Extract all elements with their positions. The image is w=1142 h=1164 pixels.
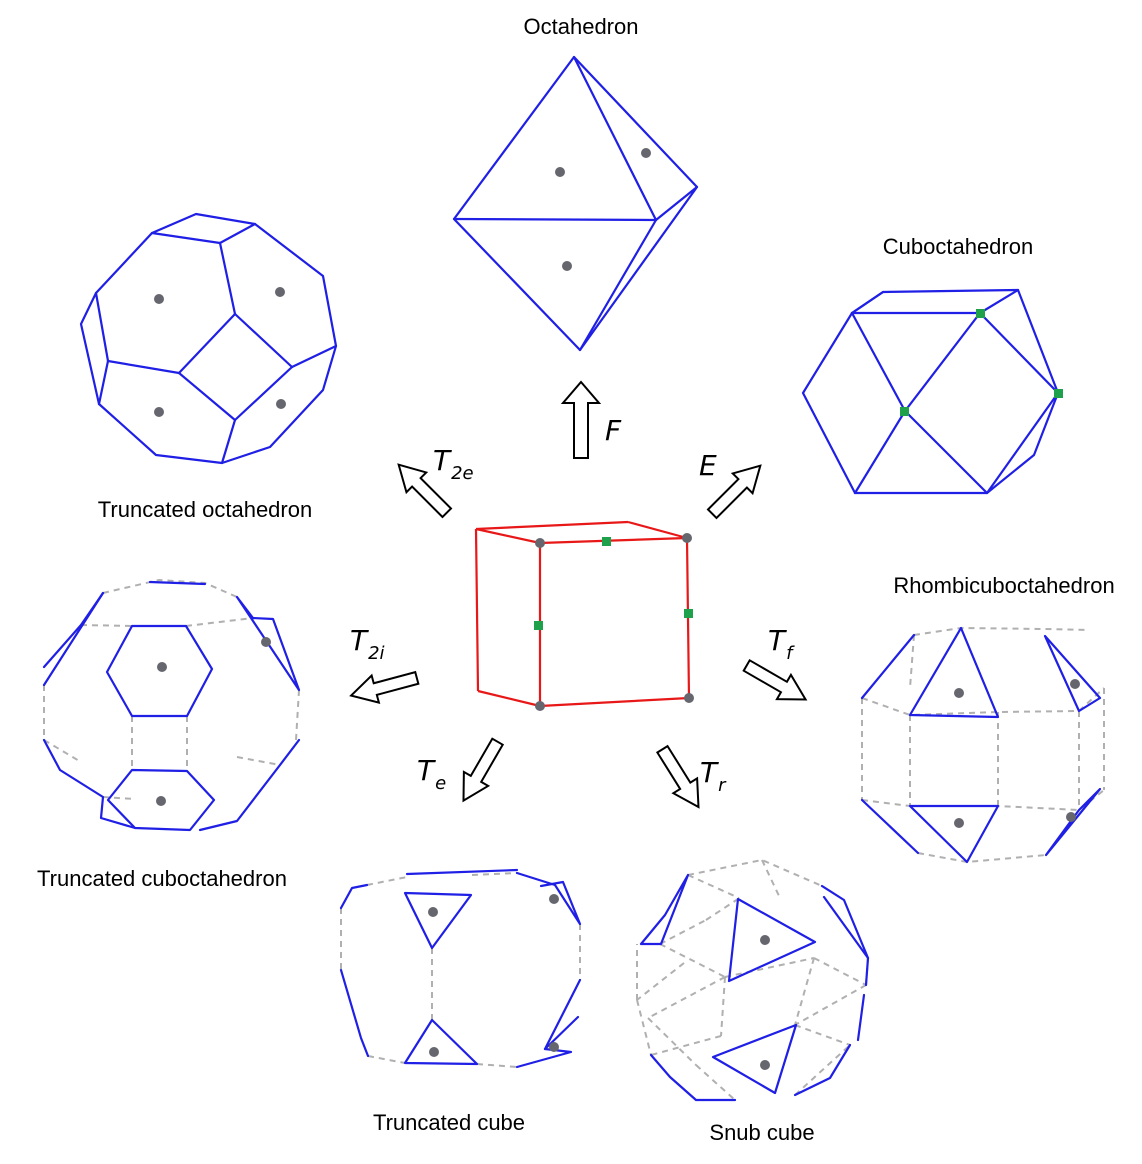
edge-marker bbox=[900, 407, 909, 416]
vertex-marker bbox=[276, 399, 286, 409]
op-T2i-label: T2i bbox=[350, 624, 385, 664]
snub-cube bbox=[637, 860, 868, 1100]
truncated-cube-label: Truncated cube bbox=[373, 1110, 525, 1135]
vertex-marker bbox=[156, 796, 166, 806]
vertex-marker bbox=[549, 894, 559, 904]
op-Tf-label: Tf bbox=[768, 624, 795, 664]
edge-marker bbox=[602, 537, 611, 546]
truncated-cuboctahedron-label: Truncated cuboctahedron bbox=[37, 866, 287, 891]
truncated-cuboctahedron bbox=[44, 580, 299, 830]
vertex-marker bbox=[954, 818, 964, 828]
vertex-marker bbox=[555, 167, 565, 177]
cuboctahedron-label: Cuboctahedron bbox=[883, 234, 1033, 259]
op-Tr-label: Tr bbox=[700, 756, 727, 796]
vertex-marker bbox=[535, 538, 545, 548]
vertex-marker bbox=[1066, 812, 1076, 822]
edge-marker bbox=[684, 609, 693, 618]
rhombicuboctahedron bbox=[862, 628, 1104, 862]
vertex-marker bbox=[157, 662, 167, 672]
vertex-marker bbox=[535, 701, 545, 711]
vertex-marker bbox=[1070, 679, 1080, 689]
op-E-label: E bbox=[699, 449, 717, 482]
vertex-marker bbox=[428, 907, 438, 917]
vertex-marker bbox=[154, 407, 164, 417]
op-F-label: F bbox=[605, 414, 622, 447]
vertex-marker bbox=[562, 261, 572, 271]
octahedron-label: Octahedron bbox=[524, 14, 639, 39]
arrow-Tf bbox=[740, 653, 813, 711]
arrow-Te bbox=[451, 735, 509, 808]
truncated-octahedron bbox=[81, 214, 336, 463]
cuboctahedron bbox=[803, 290, 1063, 493]
octahedron bbox=[454, 57, 697, 350]
arrow-T2i bbox=[348, 664, 421, 709]
truncated-cube bbox=[341, 870, 580, 1067]
vertex-marker bbox=[954, 688, 964, 698]
op-Te-label: Te bbox=[417, 754, 446, 794]
edge-marker bbox=[976, 309, 985, 318]
vertex-marker bbox=[760, 1060, 770, 1070]
op-T2e-label: T2e bbox=[433, 444, 474, 484]
vertex-marker bbox=[641, 148, 651, 158]
vertex-marker bbox=[684, 693, 694, 703]
edge-marker bbox=[534, 621, 543, 630]
vertex-marker bbox=[549, 1042, 559, 1052]
snub-cube-label: Snub cube bbox=[709, 1120, 814, 1145]
vertex-marker bbox=[760, 935, 770, 945]
vertex-marker bbox=[682, 533, 692, 543]
vertex-marker bbox=[154, 294, 164, 304]
central-cube bbox=[476, 522, 694, 711]
vertex-marker bbox=[261, 637, 271, 647]
edge-marker bbox=[1054, 389, 1063, 398]
rhombicuboctahedron-label: Rhombicuboctahedron bbox=[893, 573, 1114, 598]
vertex-marker bbox=[275, 287, 285, 297]
arrow-F bbox=[563, 382, 599, 458]
truncated-octahedron-label: Truncated octahedron bbox=[98, 497, 312, 522]
vertex-marker bbox=[429, 1047, 439, 1057]
